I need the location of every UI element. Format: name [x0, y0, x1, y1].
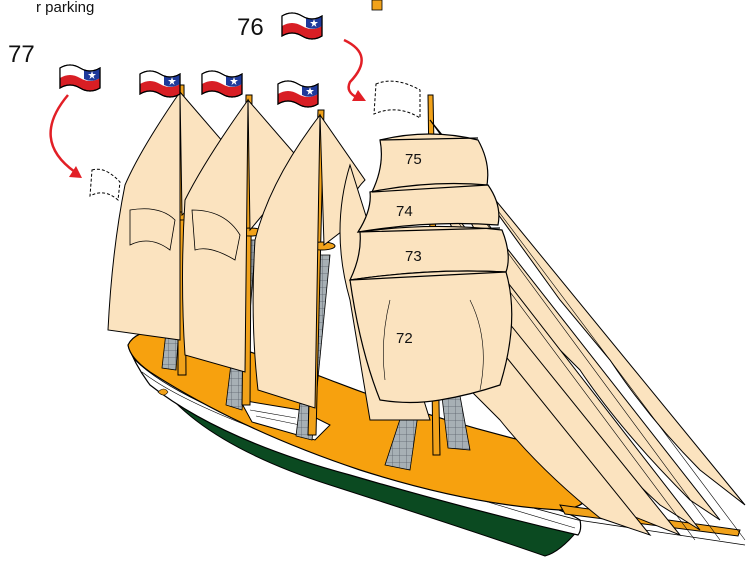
- sail-label-73: 73: [405, 248, 422, 265]
- dashed-flag-outline-icon: [90, 169, 120, 200]
- dashed-flag-outline-icon-76: [374, 81, 420, 118]
- square-sails: [340, 134, 512, 420]
- mast-top-fragment: [372, 0, 382, 10]
- sail-72: [350, 271, 512, 403]
- sail-label-72: 72: [396, 330, 413, 347]
- chilean-flag-icon: [60, 65, 100, 91]
- curved-arrow-icon-76: [344, 40, 362, 98]
- mast-flag-2: [202, 71, 242, 97]
- mast-flag-3: [278, 81, 318, 107]
- callout-77: 77: [8, 41, 35, 68]
- callout-76: 76: [237, 14, 264, 41]
- sail-label-74: 74: [396, 203, 413, 220]
- sail-label-75: 75: [405, 151, 422, 168]
- chilean-flag-icon-76: [282, 13, 322, 39]
- mast-flag-1: [140, 71, 180, 97]
- curved-arrow-icon: [51, 95, 75, 172]
- top-note-text: r parking: [36, 0, 94, 16]
